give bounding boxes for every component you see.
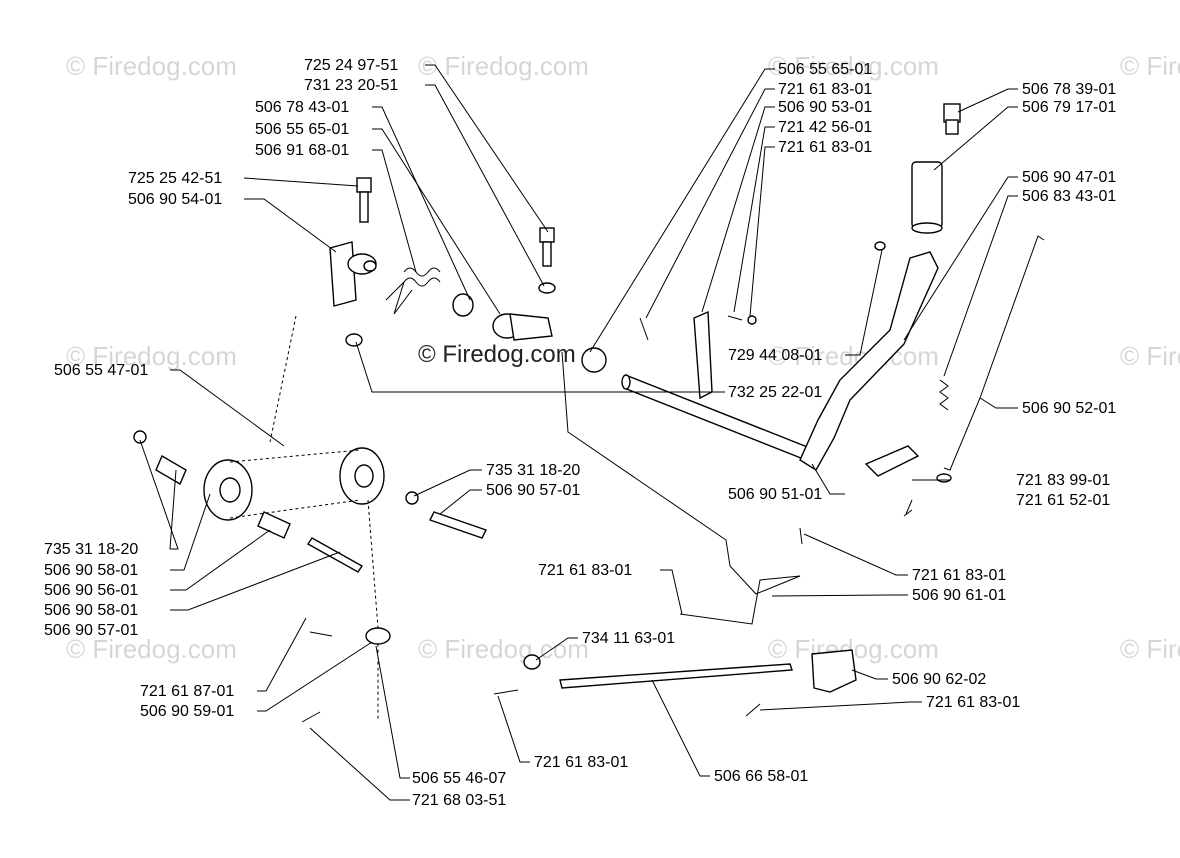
part-label: 506 55 46-07 xyxy=(412,770,506,787)
part-label: 721 42 56-01 xyxy=(778,119,872,136)
washer-icon xyxy=(747,315,757,325)
chain-icon xyxy=(367,499,379,720)
part-label: 506 83 43-01 xyxy=(1022,188,1116,205)
belt-icon xyxy=(229,449,361,519)
rod-arm-icon xyxy=(693,310,713,400)
spring-icon xyxy=(939,379,949,411)
part-label: 506 55 65-01 xyxy=(778,61,872,78)
part-label: 506 90 57-01 xyxy=(486,482,580,499)
pulley-icon xyxy=(339,447,385,505)
part-label: 721 61 87-01 xyxy=(140,683,234,700)
pulley-icon xyxy=(203,459,253,521)
part-label: 735 31 18-20 xyxy=(44,541,138,558)
part-label: 721 83 99-01 xyxy=(1016,472,1110,489)
watermark: © Firedog.com xyxy=(768,51,939,81)
pin-icon xyxy=(936,473,952,483)
part-label: 725 24 97-51 xyxy=(304,57,398,74)
part-label: 725 25 42-51 xyxy=(128,170,222,187)
part-label: 506 55 47-01 xyxy=(54,362,148,379)
chain-icon xyxy=(269,315,297,443)
pin-icon xyxy=(309,631,333,637)
part-label: 506 90 53-01 xyxy=(778,99,872,116)
part-label: 731 23 20-51 xyxy=(304,77,398,94)
spacer-icon xyxy=(155,454,187,486)
bushing-icon xyxy=(452,293,474,317)
watermark: © Firedog.com xyxy=(1120,341,1180,371)
part-label: 506 90 57-01 xyxy=(44,622,138,639)
part-label: 506 79 17-01 xyxy=(1022,99,1116,116)
part-label: 506 90 62-02 xyxy=(892,671,986,688)
bolt-icon xyxy=(356,177,372,223)
part-label: 506 90 58-01 xyxy=(44,562,138,579)
bolt-icon xyxy=(538,227,556,294)
part-label: 721 68 03-51 xyxy=(412,792,506,809)
part-label: 506 90 61-01 xyxy=(912,587,1006,604)
part-label: 721 61 83-01 xyxy=(926,694,1020,711)
part-label: 721 61 83-01 xyxy=(912,567,1006,584)
part-label: 721 61 52-01 xyxy=(1016,492,1110,509)
bushing-icon xyxy=(581,347,607,373)
watermark: © Firedog.com xyxy=(66,341,237,371)
part-label: 721 61 83-01 xyxy=(778,81,872,98)
watermark: © Firedog.com xyxy=(66,634,237,664)
spring-icon xyxy=(385,267,441,315)
nut-icon xyxy=(345,333,363,347)
watermark: © Firedog.com xyxy=(66,51,237,81)
part-label: 735 31 18-20 xyxy=(486,462,580,479)
handle-lever-icon xyxy=(799,103,961,471)
washer-icon xyxy=(874,241,886,251)
part-label: 506 78 43-01 xyxy=(255,99,349,116)
shaft-icon xyxy=(429,511,487,539)
part-label: 506 90 56-01 xyxy=(44,582,138,599)
part-label: 506 55 65-01 xyxy=(255,121,349,138)
pin-icon xyxy=(727,315,743,321)
leader-lines xyxy=(139,64,1018,801)
part-label: 506 91 68-01 xyxy=(255,142,349,159)
watermark: © Firedog.com xyxy=(1120,634,1180,664)
watermark: © Firedog.com xyxy=(418,634,589,664)
part-label: 506 90 58-01 xyxy=(44,602,138,619)
pin-icon xyxy=(493,689,519,695)
shaft-icon xyxy=(306,537,364,573)
part-drawings xyxy=(133,103,1045,723)
part-labels: 725 24 97-51 731 23 20-51 506 78 43-01 5… xyxy=(44,57,1116,809)
part-label: 721 61 83-01 xyxy=(534,754,628,771)
part-label: 506 90 52-01 xyxy=(1022,400,1116,417)
rod-icon xyxy=(943,235,1045,471)
part-label: 506 78 39-01 xyxy=(1022,81,1116,98)
washer-icon xyxy=(133,430,147,444)
part-label: 506 90 54-01 xyxy=(128,191,222,208)
part-label: 734 11 63-01 xyxy=(582,630,675,647)
washer-icon xyxy=(523,654,541,670)
lever-arm-icon xyxy=(492,313,553,341)
part-label: 506 90 47-01 xyxy=(1022,169,1116,186)
pin-icon xyxy=(799,527,803,545)
part-label: 506 66 58-01 xyxy=(714,768,808,785)
part-label: 721 61 83-01 xyxy=(778,139,872,156)
pulley-icon xyxy=(365,627,391,645)
watermark: © Firedog.com xyxy=(418,51,589,81)
part-label: 506 90 59-01 xyxy=(140,703,234,720)
part-label: 506 90 51-01 xyxy=(728,486,822,503)
pin-icon xyxy=(745,703,761,717)
pin-icon xyxy=(301,711,321,723)
watermark: © Firedog.com xyxy=(1120,51,1180,81)
bracket-icon xyxy=(329,241,377,307)
watermark-center: © Firedog.com xyxy=(418,341,576,368)
pin-icon xyxy=(639,317,649,341)
part-label: 729 44 08-01 xyxy=(728,347,822,364)
part-label: 721 61 83-01 xyxy=(538,562,632,579)
spacer-icon xyxy=(257,511,291,539)
rod-icon xyxy=(679,575,801,625)
plate-icon xyxy=(864,445,920,477)
rod-icon xyxy=(561,351,801,595)
pin-icon xyxy=(903,509,913,517)
part-label: 732 25 22-01 xyxy=(728,384,822,401)
washer-icon xyxy=(405,491,419,505)
linkage-rod-icon xyxy=(559,663,793,689)
plate-icon xyxy=(811,649,857,693)
